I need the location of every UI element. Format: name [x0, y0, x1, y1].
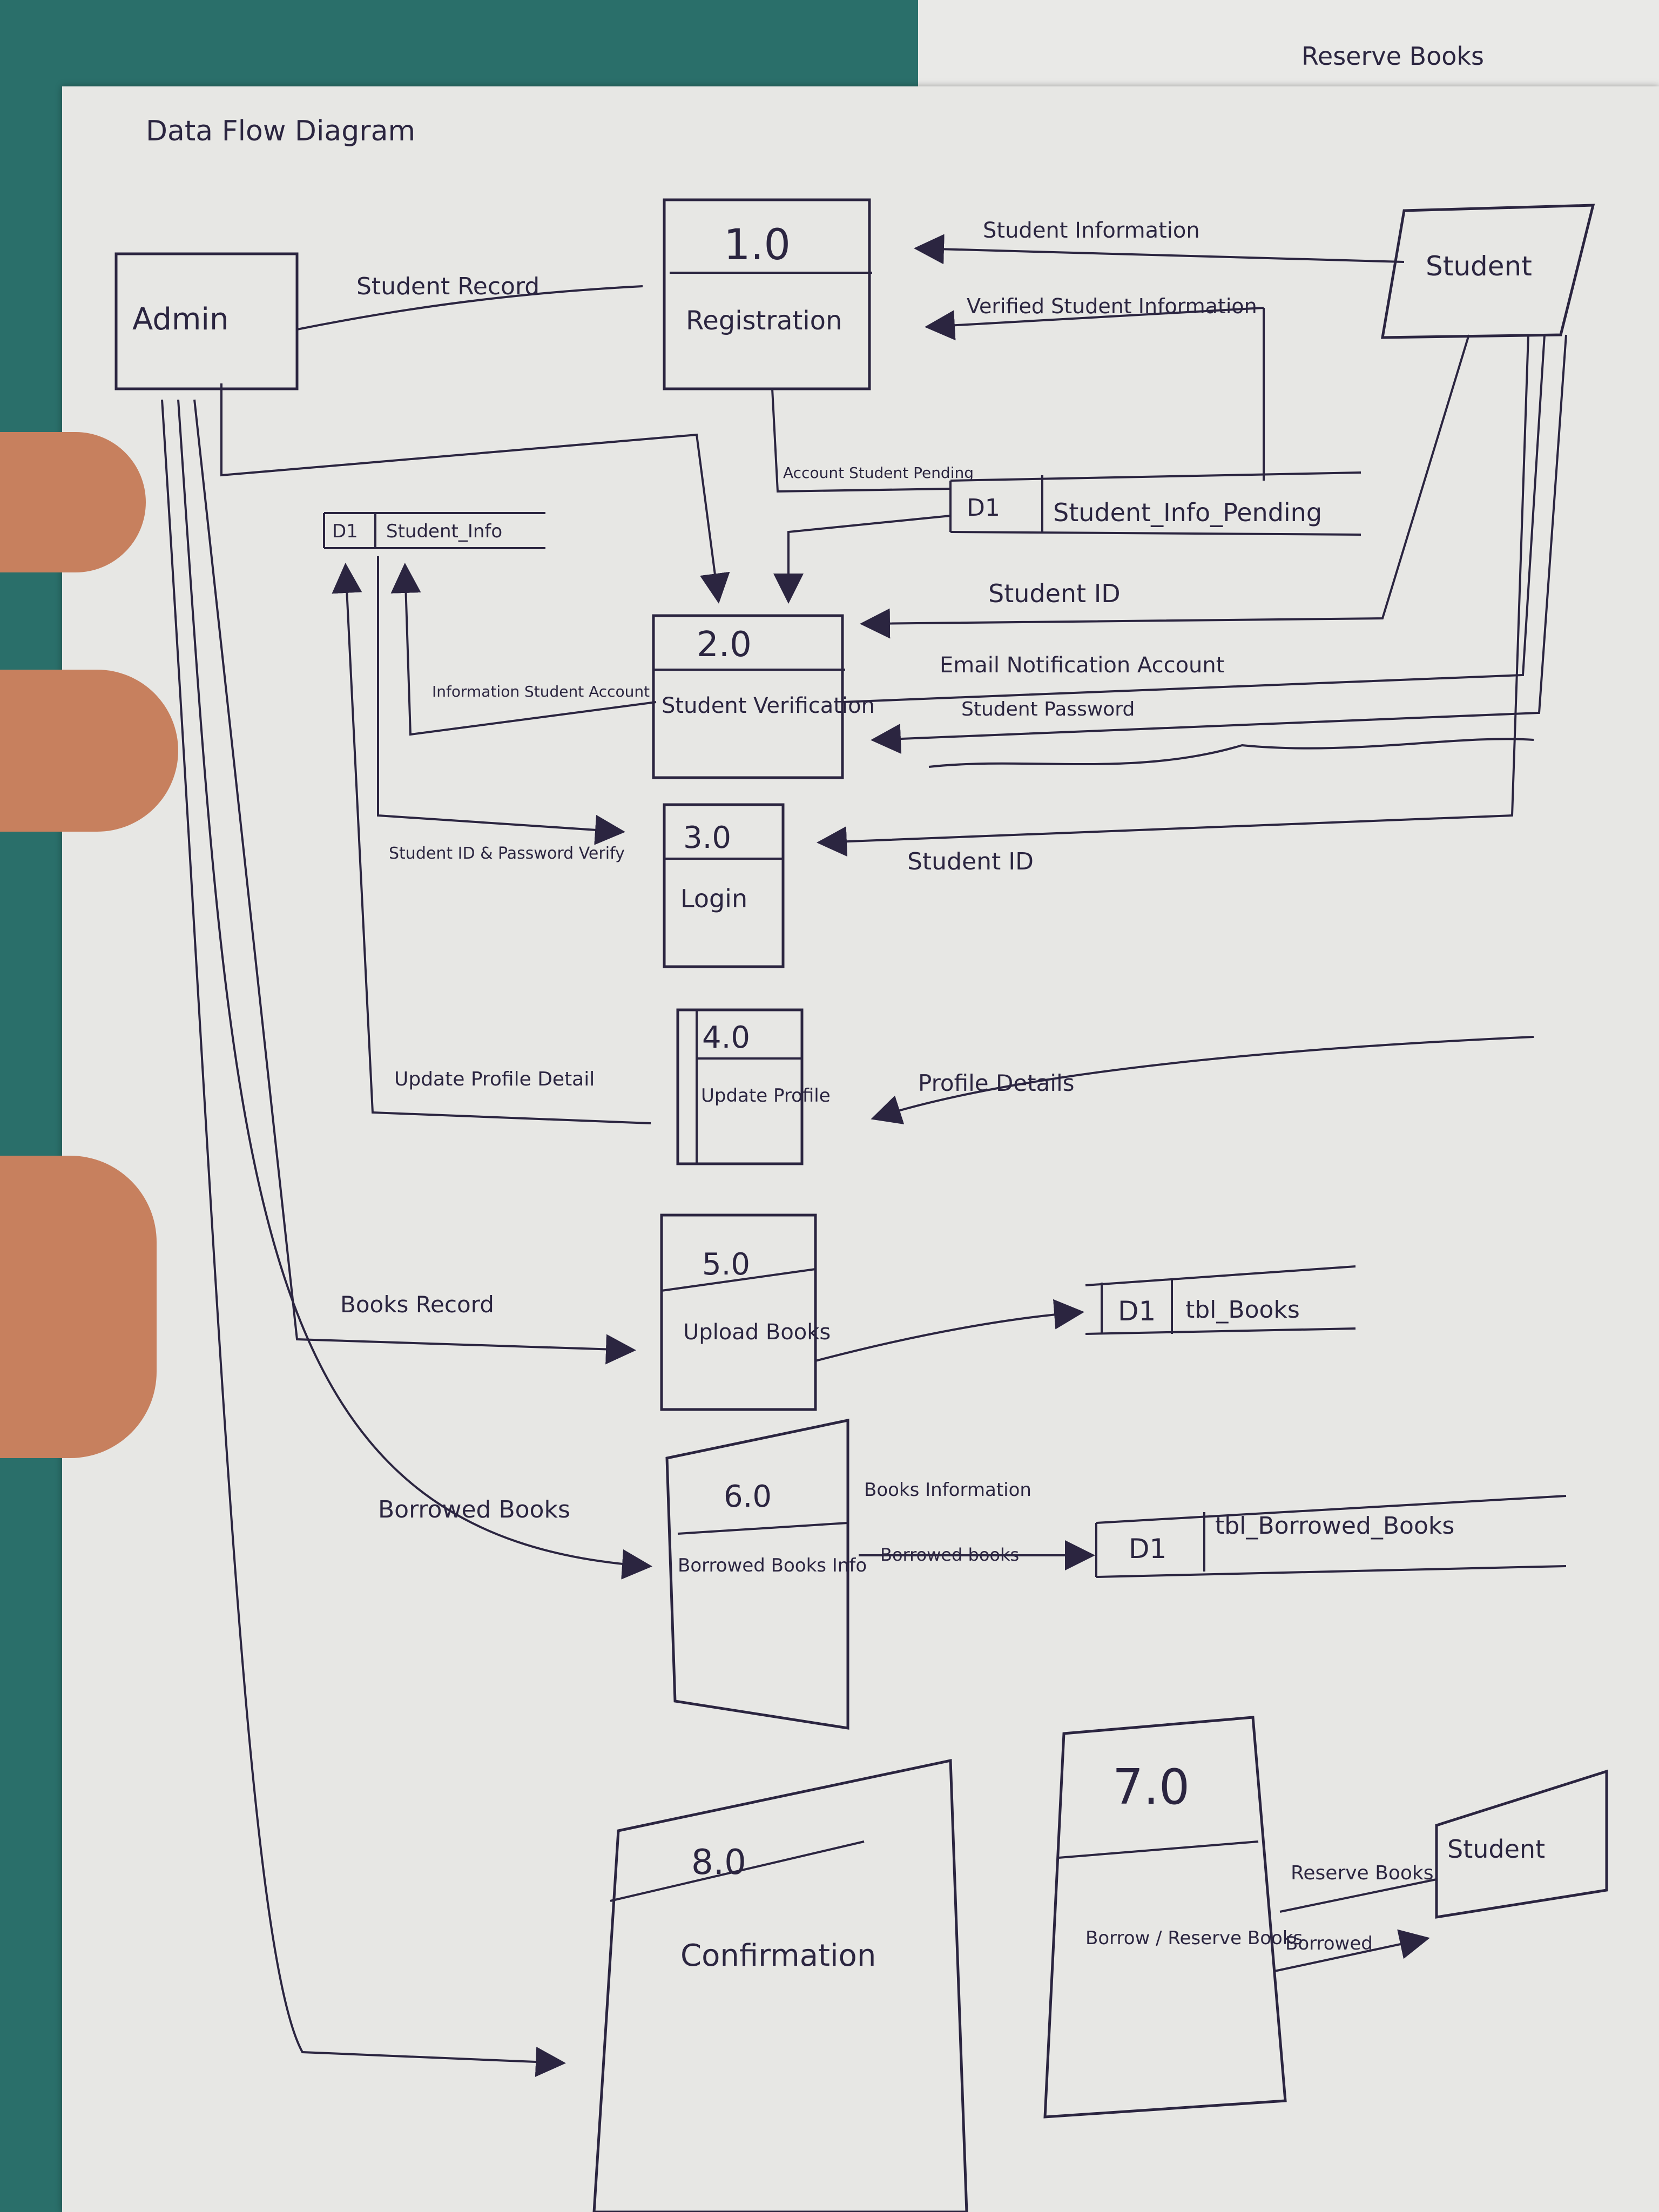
process-3-id: 3.0: [683, 820, 731, 855]
datastore-2-name: Student_Info_Pending: [1053, 498, 1322, 527]
flow-student-id: Student ID: [988, 579, 1121, 608]
admin-entity: Admin: [114, 252, 299, 390]
flow-books-information: Books Information: [864, 1479, 1031, 1501]
flow-books-record: Books Record: [340, 1291, 494, 1318]
finger-2: [0, 670, 178, 832]
flow-reserve-books: Reserve Books: [1291, 1862, 1434, 1884]
flow-verified-student-information: Verified Student Information: [967, 294, 1257, 318]
process-2-name: Student Verification: [662, 693, 875, 718]
process-8-name: Confirmation: [680, 1938, 876, 1973]
process-1-id: 1.0: [724, 221, 791, 269]
process-6-borrowed-books-info: 6.0 Borrowed Books Info: [665, 1418, 867, 1730]
student-entity-top: Student: [1381, 204, 1595, 339]
process-2-student-verification: 2.0 Student Verification: [652, 614, 875, 779]
datastore-1-id: D1: [332, 521, 358, 542]
student-entity-bottom: Student: [1435, 1769, 1608, 1919]
process-4-update-profile: 4.0 Update Profile: [676, 1008, 831, 1165]
process-8-confirmation: 8.0 Confirmation: [592, 1758, 968, 2212]
datastore-4-name: tbl_Borrowed_Books: [1215, 1512, 1454, 1540]
process-5-id: 5.0: [702, 1247, 750, 1282]
finger-3: [0, 1156, 157, 1458]
flow-information-student-account: Information Student Account: [432, 683, 650, 700]
datastore-3-name: tbl_Books: [1185, 1296, 1300, 1324]
flow-borrowed-books: Borrowed Books: [378, 1496, 570, 1523]
process-5-upload-books: 5.0 Upload Books: [660, 1213, 831, 1411]
process-4-id: 4.0: [702, 1020, 750, 1055]
datastore-tbl-borrowed-books: D1 tbl_Borrowed_Books: [1095, 1495, 1567, 1578]
flow-student-record: Student Record: [356, 273, 539, 300]
process-3-name: Login: [680, 884, 747, 913]
process-3-login: 3.0 Login: [663, 803, 785, 968]
flow-student-id-password-verify: Student ID & Password Verify: [389, 844, 625, 863]
process-8-id: 8.0: [691, 1843, 746, 1883]
process-7-name: Borrow / Reserve Books: [1085, 1927, 1303, 1949]
flow-profile-details: Profile Details: [918, 1070, 1075, 1096]
process-5-name: Upload Books: [683, 1320, 831, 1345]
datastore-3-id: D1: [1118, 1296, 1156, 1327]
scribble-mark: [928, 738, 1534, 768]
flow-lines: [161, 234, 1567, 2077]
datastore-student-info-pending: D1 Student_Info_Pending: [949, 471, 1361, 536]
top-reserve-books-label: Reserve Books: [1301, 42, 1484, 71]
flow-account-student-pending: Account Student Pending: [783, 464, 974, 482]
process-2-id: 2.0: [697, 625, 752, 665]
student-bottom-label: Student: [1447, 1835, 1545, 1864]
process-7-id: 7.0: [1112, 1759, 1190, 1816]
flow-student-id-2: Student ID: [907, 848, 1034, 875]
finger-1: [0, 432, 146, 572]
flow-student-password: Student Password: [961, 698, 1135, 720]
flow-email-notification: Email Notification Account: [940, 653, 1224, 678]
process-1-registration: 1.0 Registration: [663, 198, 872, 390]
flow-borrowed: Borrowed: [1285, 1933, 1373, 1954]
process-6-name: Borrowed Books Info: [678, 1555, 867, 1576]
datastore-4-id: D1: [1129, 1533, 1166, 1564]
datastore-tbl-books: D1 tbl_Books: [1085, 1265, 1356, 1335]
flow-student-information: Student Information: [983, 218, 1200, 243]
datastore-1-name: Student_Info: [386, 521, 502, 542]
datastore-student-info: D1 Student_Info: [323, 512, 545, 549]
flow-update-profile-detail: Update Profile Detail: [394, 1068, 595, 1090]
process-6-id: 6.0: [724, 1479, 772, 1514]
student-top-label: Student: [1426, 251, 1532, 282]
process-4-name: Update Profile: [701, 1085, 831, 1107]
paper-sheet: [62, 86, 1659, 2212]
admin-label: Admin: [132, 302, 228, 337]
process-1-name: Registration: [686, 306, 842, 336]
page-title: Data Flow Diagram: [146, 115, 415, 147]
datastore-2-id: D1: [967, 494, 1000, 522]
process-7-borrow-reserve: 7.0 Borrow / Reserve Books: [1043, 1716, 1303, 2119]
flow-borrowed-books-2: Borrowed books: [880, 1545, 1019, 1565]
